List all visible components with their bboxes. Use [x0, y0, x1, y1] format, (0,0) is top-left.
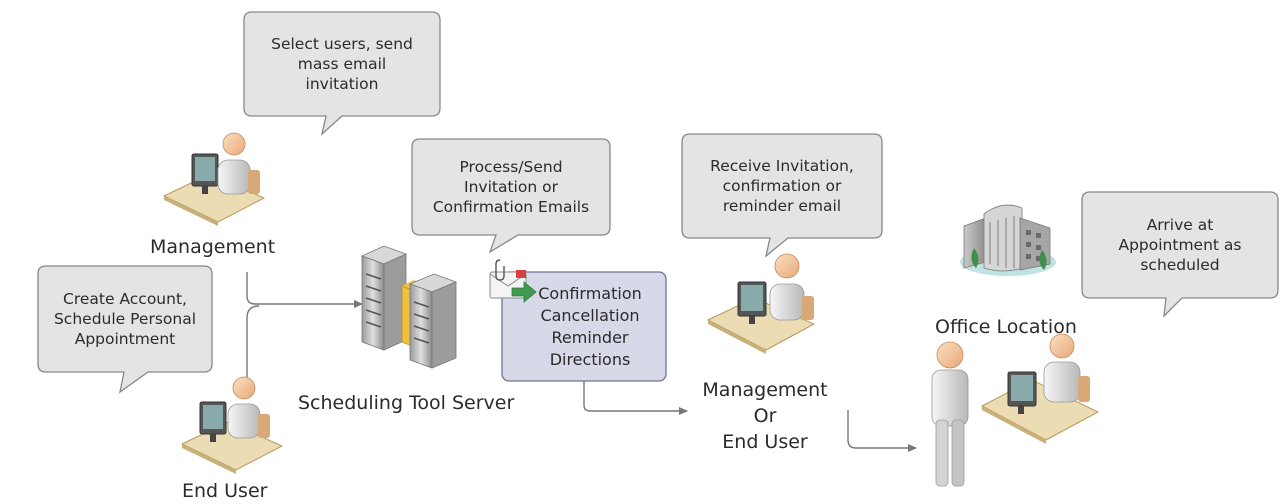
person-at-desk-icon [180, 376, 284, 474]
email-types-list: Confirmation Cancellation Reminder Direc… [512, 274, 668, 379]
email-type-cancellation: Cancellation [540, 305, 640, 325]
standing-person-icon [931, 341, 969, 487]
connector-management-to-server [246, 272, 363, 308]
server-rack-icon [360, 245, 458, 369]
person-at-desk-icon [162, 132, 266, 226]
recipient-action-text: Receive Invitation, confirmation or remi… [710, 157, 854, 215]
speech-bubble-server [411, 138, 611, 254]
person-at-desk-icon [980, 333, 1100, 444]
speech-bubble-recipient [681, 133, 883, 258]
email-type-confirmation: Confirmation [538, 283, 642, 303]
speech-bubble-end-user [37, 265, 213, 394]
management-action-text: Select users, send mass email invitation [271, 35, 413, 93]
office-building-icon [960, 204, 1056, 276]
connector-server-to-recipient [583, 381, 688, 415]
office-location-label: Office Location [935, 316, 1077, 338]
speech-bubble-management [243, 11, 441, 136]
email-type-reminder: Reminder [551, 327, 629, 347]
server-label: Scheduling Tool Server [298, 392, 515, 414]
end-user-action-text: Create Account, Schedule Personal Appoin… [53, 290, 197, 348]
recipient-label: Management Or End User [702, 379, 828, 453]
office-action-text: Arrive at Appointment as scheduled [1118, 216, 1242, 274]
email-attachment-icon [489, 259, 537, 303]
connector-recipient-to-office [847, 410, 917, 452]
end-user-label: End User [182, 480, 268, 502]
speech-bubble-office [1081, 191, 1279, 318]
person-at-desk-icon [706, 253, 816, 354]
server-action-text: Process/Send Invitation or Confirmation … [432, 158, 590, 216]
connector-end-user-to-server [246, 305, 260, 380]
email-type-directions: Directions [549, 349, 631, 369]
management-label: Management [150, 236, 276, 258]
